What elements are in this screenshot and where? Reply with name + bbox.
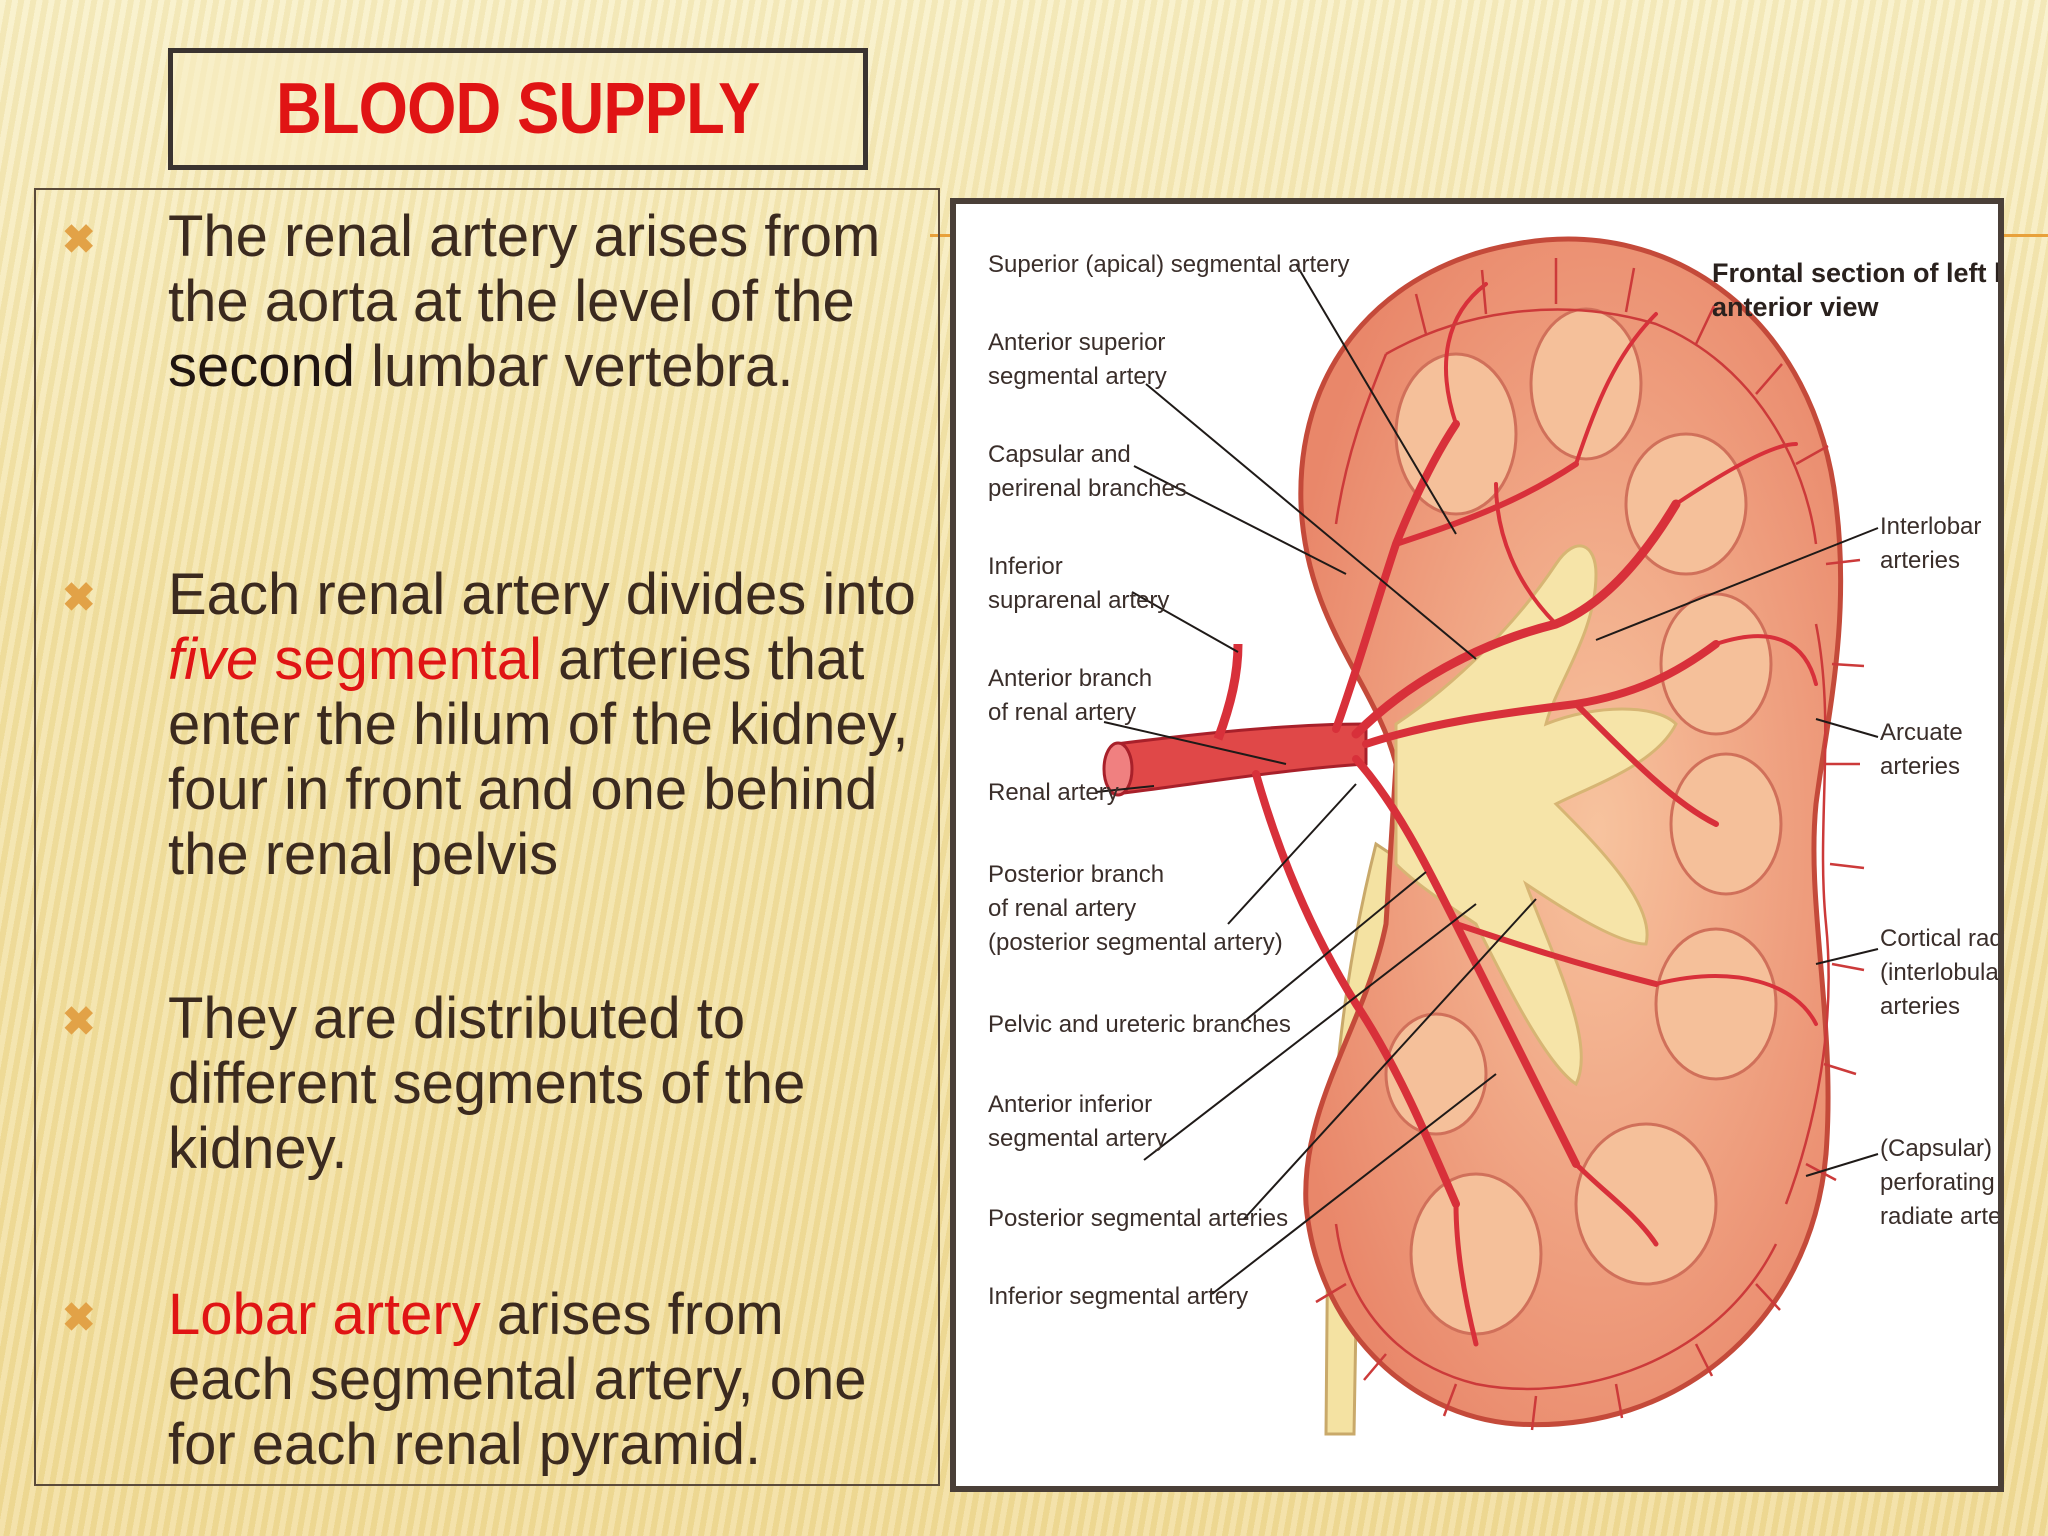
label-arcuate-1: Arcuate <box>1880 719 1963 746</box>
bullet-text: The renal artery arises from the aorta a… <box>168 204 922 399</box>
label-capsular-perforating-2: perforating <box>1880 1169 1995 1196</box>
bullet-text: Each renal artery divides into five segm… <box>168 562 922 887</box>
x-mark-icon: ✖ <box>62 1000 96 1044</box>
bullet-segment: They are distributed to different segmen… <box>168 986 806 1181</box>
bullet-text: Lobar artery arises from each segmental … <box>168 1282 922 1477</box>
slide-title: BLOOD SUPPLY <box>276 69 760 149</box>
bullet-segment: lumbar vertebra. <box>355 334 794 399</box>
figure-title-line1: Frontal section of left kidney <box>1712 258 1998 288</box>
label-arcuate-2: arteries <box>1880 753 1960 780</box>
bullet-segment: Each renal artery divides into <box>168 562 916 627</box>
bullet-segment <box>258 627 274 692</box>
label-capsular-2: perirenal branches <box>988 475 1187 502</box>
bullet-segment: five <box>168 627 259 692</box>
label-cortical-1: Cortical radiat <box>1880 925 1998 952</box>
renal-pyramids <box>1384 307 1783 1336</box>
segmental-arteries <box>1252 282 1818 1347</box>
x-mark-icon: ✖ <box>62 218 96 262</box>
figure-title-line2: anterior view <box>1712 292 1880 322</box>
label-interlobar-1: Interlobar <box>1880 513 1981 540</box>
label-posterior-branch-1: Posterior branch <box>988 861 1164 888</box>
bullet-segment: Lobar artery <box>168 1282 481 1347</box>
label-cortical-2: (interlobular) <box>1880 959 1998 986</box>
bullet-segment: arteries that enter the hilum of the kid… <box>168 627 909 887</box>
kidney-figure: Frontal section of left kidney anterior … <box>950 198 2004 1492</box>
label-posterior-branch-3: (posterior segmental artery) <box>988 929 1283 956</box>
kidney-illustration: Frontal section of left kidney anterior … <box>988 236 1998 1436</box>
label-anterior-inferior-1: Anterior inferior <box>988 1091 1152 1118</box>
label-posterior-branch-2: of renal artery <box>988 895 1136 922</box>
label-interlobar-2: arteries <box>1880 547 1960 574</box>
label-anterior-branch-1: Anterior branch <box>988 665 1152 692</box>
label-renal-artery: Renal artery <box>988 779 1119 806</box>
label-posterior-segmental: Posterior segmental arteries <box>988 1205 1288 1232</box>
bullet-item: ✖ They are distributed to different segm… <box>62 986 922 1181</box>
x-mark-icon: ✖ <box>62 1296 96 1340</box>
label-anterior-superior-2: segmental artery <box>988 363 1167 390</box>
text-panel: ✖ The renal artery arises from the aorta… <box>34 188 940 1486</box>
inferior-suprarenal-artery <box>1213 643 1243 741</box>
right-labels: Interlobar arteries Arcuate arteries Cor… <box>1880 513 1998 1230</box>
x-mark-icon: ✖ <box>62 576 96 620</box>
label-inferior-suprarenal-2: suprarenal artery <box>988 587 1169 614</box>
renal-pelvis <box>1394 544 1678 1087</box>
bullet-segment: The renal artery arises from the aorta a… <box>168 204 881 334</box>
bullet-item: ✖ Each renal artery divides into five se… <box>62 562 922 887</box>
label-superior-segmental: Superior (apical) segmental artery <box>988 251 1350 278</box>
label-inferior-segmental: Inferior segmental artery <box>988 1283 1248 1310</box>
title-box: BLOOD SUPPLY <box>168 48 868 170</box>
bullet-segment: arises from each segmental artery, one f… <box>168 1282 867 1477</box>
leader-lines <box>1095 263 1879 1295</box>
bullet-segment: second <box>168 334 356 399</box>
renal-artery-opening <box>1102 741 1134 797</box>
bullet-item: ✖ Lobar artery arises from each segmenta… <box>62 1282 922 1477</box>
label-cortical-3: arteries <box>1880 993 1960 1020</box>
label-anterior-superior-1: Anterior superior <box>988 329 1165 356</box>
left-labels: Superior (apical) segmental artery Anter… <box>988 251 1350 1310</box>
label-anterior-inferior-2: segmental artery <box>988 1125 1167 1152</box>
bullet-text: They are distributed to different segmen… <box>168 986 922 1181</box>
arcuate-arteries <box>1315 258 1865 1431</box>
bullet-segment: segmental <box>274 627 542 692</box>
label-capsular-perforating-1: (Capsular) <box>1880 1135 1992 1162</box>
label-capsular-perforating-3: radiate artery <box>1880 1203 1998 1230</box>
label-inferior-suprarenal-1: Inferior <box>988 553 1063 580</box>
bullet-item: ✖ The renal artery arises from the aorta… <box>62 204 922 399</box>
label-anterior-branch-2: of renal artery <box>988 699 1136 726</box>
label-pelvic-ureteric: Pelvic and ureteric branches <box>988 1011 1291 1038</box>
renal-artery <box>1114 722 1368 796</box>
label-capsular-1: Capsular and <box>988 441 1131 468</box>
